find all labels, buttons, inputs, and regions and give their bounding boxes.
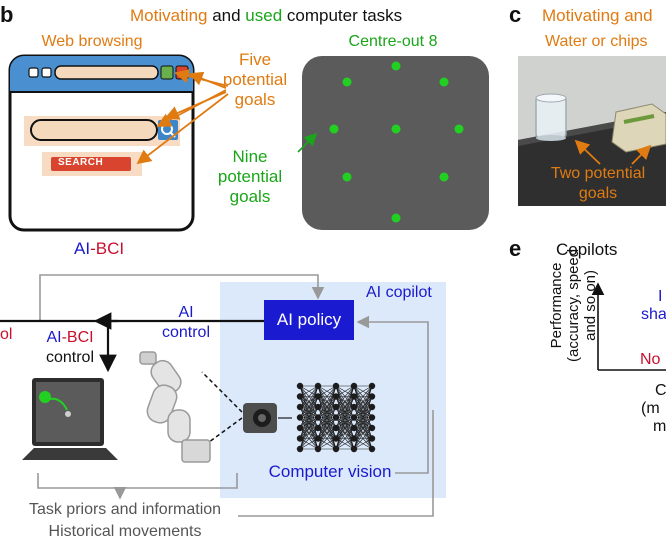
- nn-node: [368, 414, 376, 421]
- nn-node: [296, 414, 304, 421]
- computer-monitor: [22, 378, 118, 460]
- nn-node: [314, 424, 322, 432]
- task-priors-label: Task priors and information: [28, 501, 222, 518]
- panel-c-letter: c: [509, 2, 522, 27]
- historical-label: Historical movements: [48, 523, 202, 540]
- search-button-label[interactable]: SEARCH: [58, 157, 104, 168]
- performance-axis-label: Performance (accuracy, speed and so on): [548, 248, 599, 362]
- nn-node: [368, 403, 376, 411]
- browser-window: [8, 54, 195, 232]
- xlabel-fragment-3: m: [653, 418, 666, 435]
- nine-goals-arrow: [297, 132, 318, 153]
- nn-node: [350, 403, 358, 411]
- nn-node: [332, 382, 340, 390]
- nn-node: [296, 403, 304, 411]
- five-goals-label: Five potential goals: [222, 50, 288, 109]
- water-chips-photo: [518, 56, 666, 206]
- nn-node: [350, 445, 358, 453]
- nn-node: [314, 414, 322, 421]
- robotic-arm: [139, 351, 211, 463]
- centre-out-label: Centre-out 8: [348, 33, 438, 50]
- chips-bag: [611, 103, 666, 153]
- targets: [329, 61, 464, 223]
- nn-node: [368, 445, 376, 453]
- nn-node: [350, 393, 358, 400]
- xlabel-fragment-2: (m: [641, 400, 660, 417]
- panel-e-title: Copilots: [556, 240, 618, 259]
- nn-node: [332, 393, 340, 400]
- nn-node: [314, 435, 322, 442]
- nn-node: [296, 382, 304, 390]
- nn-node: [296, 435, 304, 442]
- nn-node: [350, 435, 358, 442]
- title-motivating: Motivating: [130, 6, 208, 25]
- address-bar: [54, 65, 159, 80]
- panel-b-title: Motivating and used computer tasks: [130, 6, 403, 25]
- computer-vision-label: Computer vision: [268, 462, 392, 481]
- nn-node: [368, 382, 376, 390]
- panel-e-letter: e: [509, 236, 522, 261]
- neural-network-icon: [296, 382, 376, 453]
- nn-node: [350, 414, 358, 421]
- nn-node: [350, 424, 358, 432]
- two-goals-arrows: [574, 139, 652, 165]
- nn-node: [314, 382, 322, 390]
- copilot-axes: [591, 282, 666, 371]
- nn-node: [332, 424, 340, 432]
- title-used: used: [245, 6, 283, 25]
- nn-node: [368, 393, 376, 400]
- search-button: [51, 157, 131, 171]
- ai-control-label: AI control: [161, 304, 211, 341]
- ai-copilot-label: AI copilot: [366, 284, 432, 301]
- nn-node: [332, 403, 340, 411]
- control-fragment: ol: [0, 326, 13, 343]
- back-button-icon: [28, 67, 39, 78]
- nn-node: [314, 393, 322, 400]
- close-icon: [175, 65, 189, 80]
- panel-c-title: Motivating and: [542, 6, 653, 25]
- nine-goals-label: Nine potential goals: [217, 147, 283, 206]
- web-browsing-label: Web browsing: [41, 33, 143, 50]
- two-goals-label: Two potential goals: [550, 165, 646, 202]
- nn-node: [296, 424, 304, 432]
- ai-bci-control-label: AI-BCI control: [45, 329, 95, 366]
- nn-node: [350, 382, 358, 390]
- nn-node: [368, 424, 376, 432]
- water-chips-label: Water or chips: [545, 33, 648, 50]
- go-icon: [160, 65, 174, 80]
- nn-node: [296, 393, 304, 400]
- top-text-fragment-1: I: [658, 288, 663, 305]
- nn-node: [314, 403, 322, 411]
- ai-policy-label: AI policy: [276, 310, 342, 329]
- search-input: [30, 119, 158, 141]
- panel-d-title: AI-BCI: [74, 239, 125, 258]
- nn-node: [296, 445, 304, 453]
- centre-out-screen: [302, 56, 489, 230]
- camera-sightline: [201, 371, 243, 413]
- panel-b-letter: b: [0, 2, 14, 27]
- nn-node: [314, 445, 322, 453]
- camera-icon: [243, 403, 277, 433]
- nn-node: [332, 445, 340, 453]
- xlabel-fragment-1: C: [655, 382, 666, 399]
- top-text-fragment-2: sha: [641, 306, 666, 323]
- nn-node: [332, 435, 340, 442]
- five-goals-arrows: [136, 69, 229, 165]
- feedback-lines: [37, 274, 434, 517]
- ai-policy-box: [264, 300, 354, 340]
- nn-node: [332, 414, 340, 421]
- bottom-text-fragment: No: [640, 351, 661, 368]
- menu-icon: [41, 67, 52, 78]
- nn-node: [368, 435, 376, 442]
